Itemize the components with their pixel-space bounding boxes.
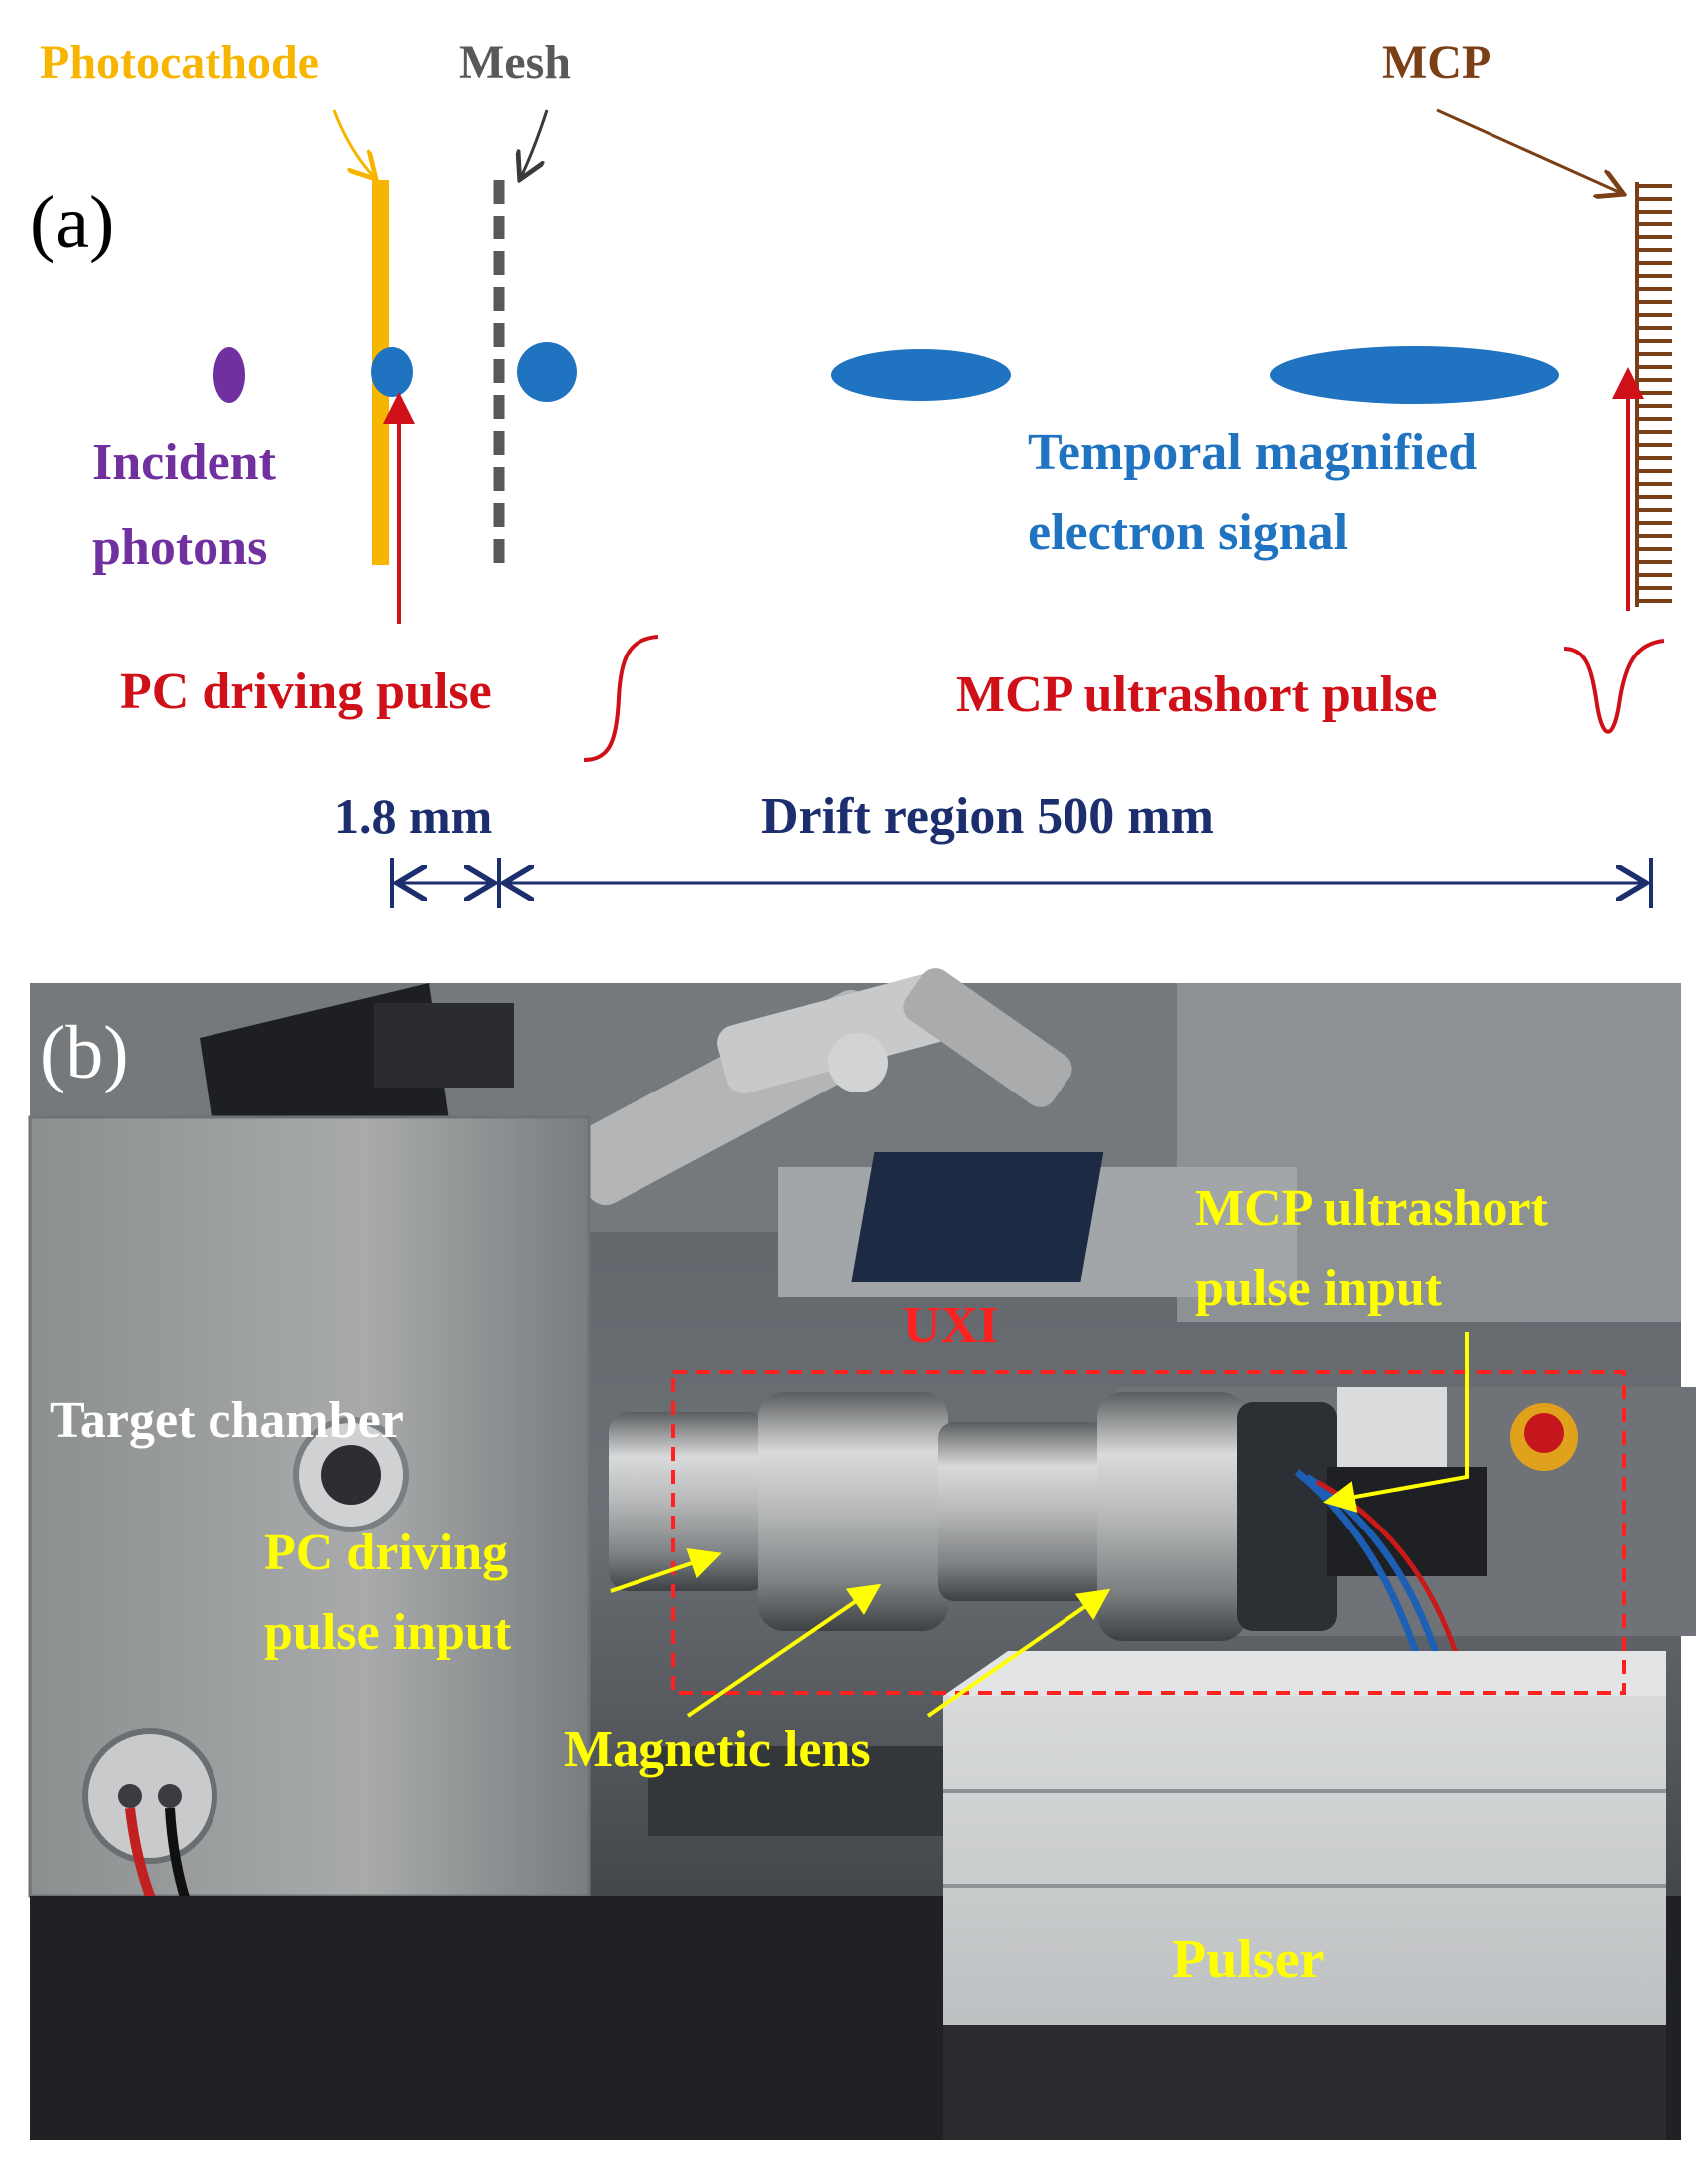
pulser-label: Pulser — [1172, 1929, 1324, 1990]
target-chamber-label: Target chamber — [50, 1392, 404, 1449]
temporal-label-line1: Temporal magnified — [1028, 424, 1477, 481]
temporal-label-line2: electron signal — [1028, 504, 1348, 561]
pc-input-label-line1: PC driving — [264, 1525, 508, 1581]
pc-pulse-shape — [583, 635, 659, 762]
pc-input-arrow — [610, 1547, 722, 1593]
photocathode-label: Photocathode — [40, 36, 319, 89]
electron-bunch-mcp — [1270, 346, 1559, 404]
mcp-input-arrow — [1323, 1332, 1469, 1513]
panel-b-photo: (b) Target chamber UXI MCP ultrashort pu… — [28, 968, 1696, 2140]
panel-a: (a) Photocathode Mesh MCP Incident photo… — [30, 36, 1672, 908]
mcp-arrow — [1436, 108, 1621, 193]
pc-pulse-label: PC driving pulse — [120, 663, 492, 720]
pulser-box — [943, 1651, 1666, 2140]
magnetic-lens-label: Magnetic lens — [564, 1721, 871, 1778]
mcp-pulse-shape — [1563, 639, 1665, 734]
mcp — [1635, 182, 1672, 607]
uxi-label: UXI — [903, 1297, 998, 1354]
panel-a-label: (a) — [30, 181, 114, 264]
incident-label-line2: photons — [92, 519, 267, 576]
photocathode-arrow — [332, 109, 374, 177]
lens-arrow-left — [686, 1583, 882, 1718]
mcp-label: MCP — [1382, 36, 1491, 89]
chamber-feedthrough — [82, 1728, 217, 1864]
incident-label-line1: Incident — [92, 434, 277, 491]
mesh-label: Mesh — [459, 36, 571, 89]
incident-photon — [213, 347, 245, 403]
electron-bunch-cathode — [371, 347, 413, 397]
electron-bunch-mesh — [517, 342, 577, 402]
mesh-arrow — [521, 109, 549, 177]
overhead-vacuum-tubes — [567, 968, 1072, 1206]
lens-arrow-right — [926, 1588, 1111, 1718]
uxi-highlight-box — [671, 1370, 1626, 1695]
mcp-input-label-line1: MCP ultrashort — [1195, 1180, 1549, 1237]
pc-input-label-line2: pulse input — [264, 1604, 512, 1661]
gap-dimension-label: 1.8 mm — [334, 788, 492, 844]
mcp-pulse-label: MCP ultrashort pulse — [956, 666, 1437, 723]
mcp-input-label-line2: pulse input — [1195, 1260, 1443, 1317]
electron-bunch-drift — [831, 349, 1011, 401]
drift-dimension-label: Drift region 500 mm — [761, 788, 1214, 845]
panel-b-label: (b) — [40, 1011, 129, 1094]
uxi-camera — [609, 1392, 1487, 1658]
